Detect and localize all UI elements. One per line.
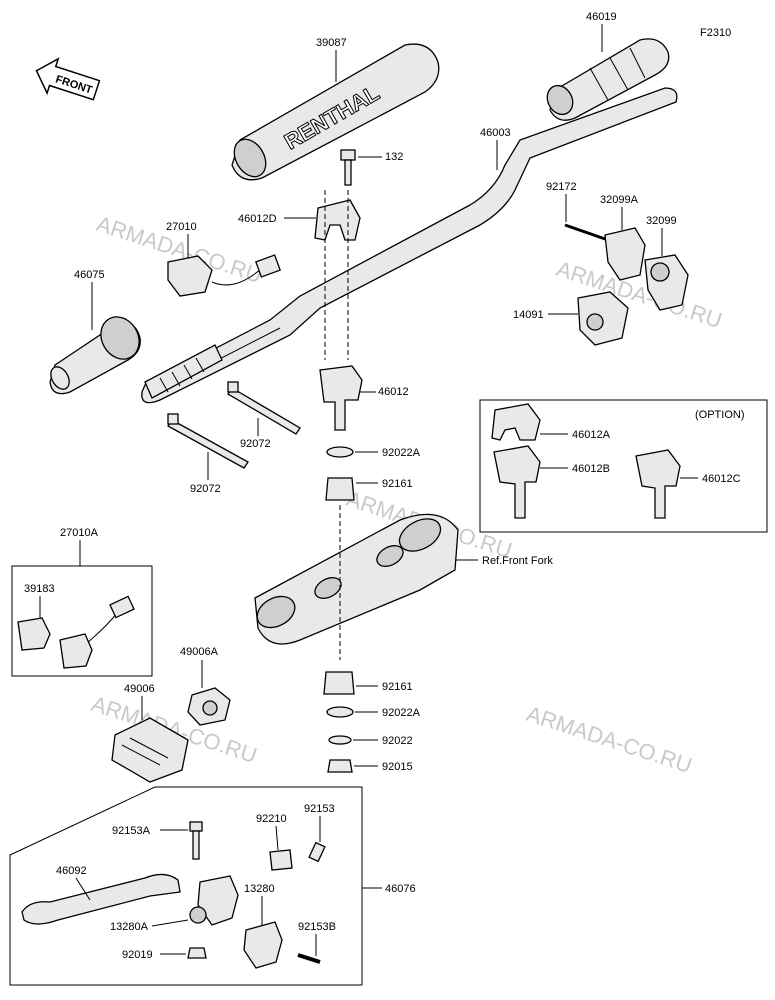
kill-switch [167, 254, 281, 297]
label-46012D: 46012D [238, 213, 277, 225]
diagram-code: F2310 [700, 27, 731, 39]
ref-front-fork: Ref.Front Fork [482, 555, 553, 567]
label-92161-b: 92161 [382, 681, 413, 693]
cable-tie-upper [227, 381, 301, 435]
screw-92153 [308, 841, 326, 863]
label-92153A: 92153A [112, 825, 151, 837]
bolt-92153B [297, 953, 321, 964]
label-32099: 32099 [646, 215, 677, 227]
guard-49006A [187, 687, 231, 726]
label-39183: 39183 [24, 583, 55, 595]
label-92161-a: 92161 [382, 478, 413, 490]
label-92019: 92019 [122, 949, 153, 961]
label-46075: 46075 [74, 269, 105, 281]
label-27010: 27010 [166, 221, 197, 233]
label-13280A: 13280A [110, 921, 149, 933]
label-49006: 49006 [124, 683, 155, 695]
guard-49006 [111, 717, 189, 783]
bolt-132 [340, 149, 356, 186]
label-92172: 92172 [546, 181, 577, 193]
label-132: 132 [385, 151, 403, 163]
front-arrow-icon: FRONT [35, 57, 101, 101]
holder-46012C [635, 449, 681, 519]
label-13280: 13280 [244, 883, 275, 895]
handlebar [141, 87, 678, 404]
label-92153: 92153 [304, 803, 335, 815]
cable-tie-lower [167, 413, 249, 469]
label-46012: 46012 [378, 386, 409, 398]
washer-lower [328, 735, 352, 745]
label-46012C: 46012C [702, 473, 741, 485]
damper-lower [323, 671, 355, 695]
holder-cap [314, 199, 361, 241]
left-grip [49, 316, 141, 395]
holder-46012A [491, 403, 541, 441]
label-46012B: 46012B [572, 463, 610, 475]
label-32099A: 32099A [600, 194, 639, 206]
option-label: (OPTION) [695, 409, 745, 421]
left-bar-grip [144, 344, 223, 399]
nut-92019 [187, 947, 207, 959]
label-92072-b: 92072 [190, 483, 221, 495]
label-92022: 92022 [382, 735, 413, 747]
holder-46012 [319, 365, 363, 431]
option-box [479, 399, 768, 533]
label-27010A: 27010A [60, 527, 99, 539]
label-92022A: 92022A [382, 447, 421, 459]
label-46092: 46092 [56, 865, 87, 877]
label-46012A: 46012A [572, 429, 611, 441]
switch-connector [109, 595, 135, 619]
upper-triple-clamp [254, 513, 459, 645]
damper-upper [325, 477, 355, 501]
label-46019: 46019 [586, 11, 617, 23]
bolt-92153A [189, 821, 203, 860]
throttle-grip [546, 38, 670, 121]
adjuster-92210 [269, 849, 293, 871]
label-92072-a: 92072 [240, 438, 271, 450]
lever-assembly-box [9, 786, 363, 986]
label-49006A: 49006A [180, 646, 219, 658]
bar-pad: RENTHAL [231, 43, 440, 181]
lever-perch [189, 875, 283, 969]
holder-46012B [493, 445, 541, 519]
label-46003: 46003 [480, 127, 511, 139]
screw-92172 [564, 223, 609, 242]
label-14091: 14091 [513, 309, 544, 321]
clutch-lever [21, 873, 181, 925]
throttle-cover [577, 291, 629, 346]
switch-kit-box [11, 565, 153, 677]
switch-clamp [17, 617, 51, 651]
watermark: ARMADA-CO.RU [523, 701, 695, 778]
label-92022A-b: 92022A [382, 707, 421, 719]
label-92015: 92015 [382, 761, 413, 773]
label-46076: 46076 [385, 883, 416, 895]
washer-upper [326, 446, 354, 458]
washer-lower-a [326, 706, 354, 718]
label-39087: 39087 [316, 37, 347, 49]
throttle-housing [604, 227, 689, 311]
switch-body [59, 633, 93, 669]
label-92210: 92210 [256, 813, 287, 825]
nut-92015 [327, 759, 353, 773]
label-92153B: 92153B [298, 921, 336, 933]
